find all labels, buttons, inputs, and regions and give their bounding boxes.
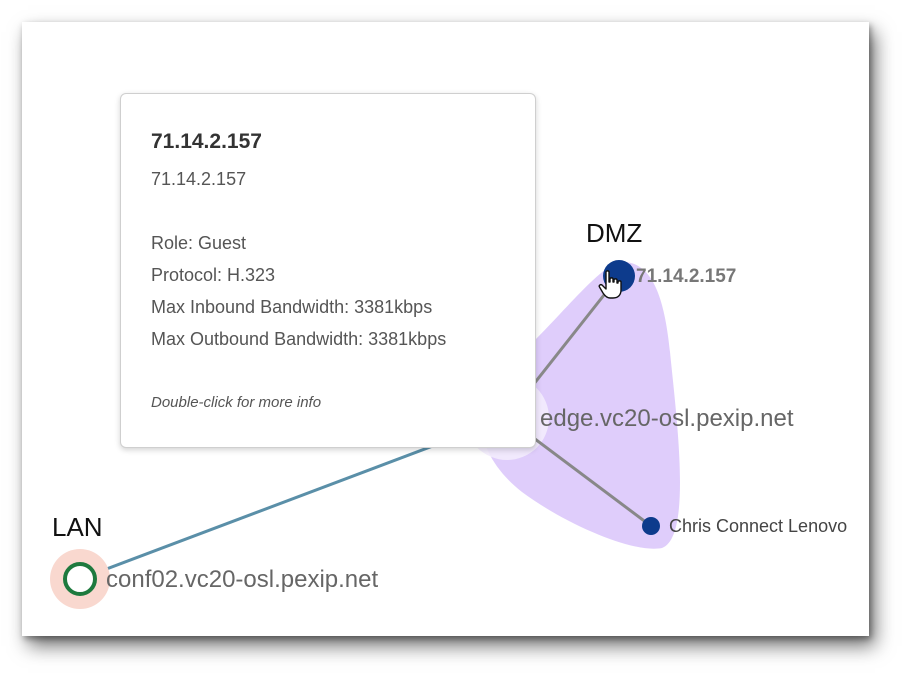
tooltip-max-inbound: Max Inbound Bandwidth: 3381kbps — [151, 297, 433, 317]
tooltip-protocol: Protocol: H.323 — [151, 265, 276, 285]
tooltip-subtitle: 71.14.2.157 — [151, 169, 247, 189]
conf-node[interactable] — [63, 562, 97, 596]
chris-node-label: Chris Connect Lenovo — [669, 516, 848, 536]
edge-node-label: edge.vc20-osl.pexip.net — [540, 405, 794, 432]
tooltip-hint: Double-click for more info — [151, 394, 322, 411]
dmz-zone-area — [480, 261, 680, 549]
hand-cursor-icon — [598, 270, 622, 299]
participant-node-label: 71.14.2.157 — [636, 266, 737, 287]
topology-canvas[interactable]: DMZ LAN 71.14.2.157 edge.vc20-osl.pexip.… — [22, 22, 869, 636]
tooltip-role: Role: Guest — [151, 233, 247, 253]
chris-node[interactable] — [642, 517, 660, 535]
lan-zone-label: LAN — [52, 512, 103, 542]
tooltip-title: 71.14.2.157 — [151, 130, 262, 153]
dmz-zone-label: DMZ — [586, 218, 643, 248]
conf-node-label: conf02.vc20-osl.pexip.net — [106, 566, 379, 593]
tooltip-max-outbound: Max Outbound Bandwidth: 3381kbps — [151, 329, 447, 349]
participant-tooltip: 71.14.2.157 71.14.2.157 Role: Guest Prot… — [120, 93, 536, 448]
